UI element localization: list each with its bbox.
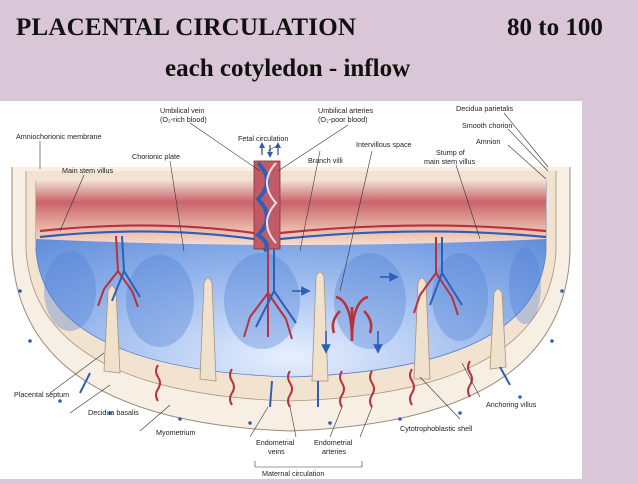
slide-title: PLACENTAL CIRCULATION [16, 14, 357, 41]
label-amniochorionic-membrane: Amniochorionic membrane [16, 132, 102, 141]
label-intervillous-space: Intervillous space [356, 140, 412, 149]
label-umbilical-vein-sub: (O₂-rich blood) [160, 115, 207, 124]
label-umbilical-arteries: Umbilical arteries [318, 106, 374, 115]
label-placental-septum: Placental septum [14, 390, 69, 399]
slide-count-text: 80 to 100 [507, 14, 603, 41]
label-stump-sub: main stem villus [424, 157, 476, 166]
umbilical-cord [253, 142, 281, 253]
label-main-stem-villus: Main stem villus [62, 166, 114, 175]
label-maternal-circulation: Maternal circulation [262, 469, 324, 478]
cotyledon-lobes [44, 248, 541, 349]
slide-subtitle: each cotyledon - inflow [165, 55, 411, 82]
label-endometrial-arteries-sub: arteries [322, 447, 346, 456]
flow-arrows [292, 272, 399, 354]
label-amnion: Amnion [476, 137, 500, 146]
label-leaders [39, 112, 549, 468]
label-smooth-chorion: Smooth chorion [462, 121, 512, 130]
label-decidua-parietalis: Decidua parietalis [456, 104, 514, 113]
placenta-diagram: Umbilical vein (O₂-rich blood) Umbilical… [11, 104, 571, 478]
label-chorionic-plate: Chorionic plate [132, 152, 180, 161]
label-fetal-circulation: Fetal circulation [238, 134, 288, 143]
label-stump: Stump of [436, 148, 465, 157]
label-endometrial-veins-sub: veins [268, 447, 285, 456]
label-myometrium: Myometrium [156, 428, 196, 437]
villous-trees [97, 235, 463, 342]
label-umbilical-vein: Umbilical vein [160, 106, 204, 115]
label-umbilical-arteries-sub: (O₂-poor blood) [318, 115, 368, 124]
diagram-panel: Umbilical vein (O₂-rich blood) Umbilical… [0, 101, 582, 479]
label-cytotrophoblastic-shell: Cytotrophoblastic shell [400, 424, 473, 433]
label-endometrial-arteries: Endometrial [314, 438, 353, 447]
label-endometrial-veins: Endometrial [256, 438, 295, 447]
chorionic-plate-band [36, 179, 546, 245]
myometrium-vessel-dots [18, 289, 564, 425]
label-branch-villi: Branch villi [308, 156, 343, 165]
label-anchoring-villus: Anchoring villus [486, 400, 537, 409]
label-decidua-basalis: Decidua basalis [88, 408, 139, 417]
chorionic-vessels [39, 224, 547, 241]
maternal-vessels [79, 360, 511, 408]
